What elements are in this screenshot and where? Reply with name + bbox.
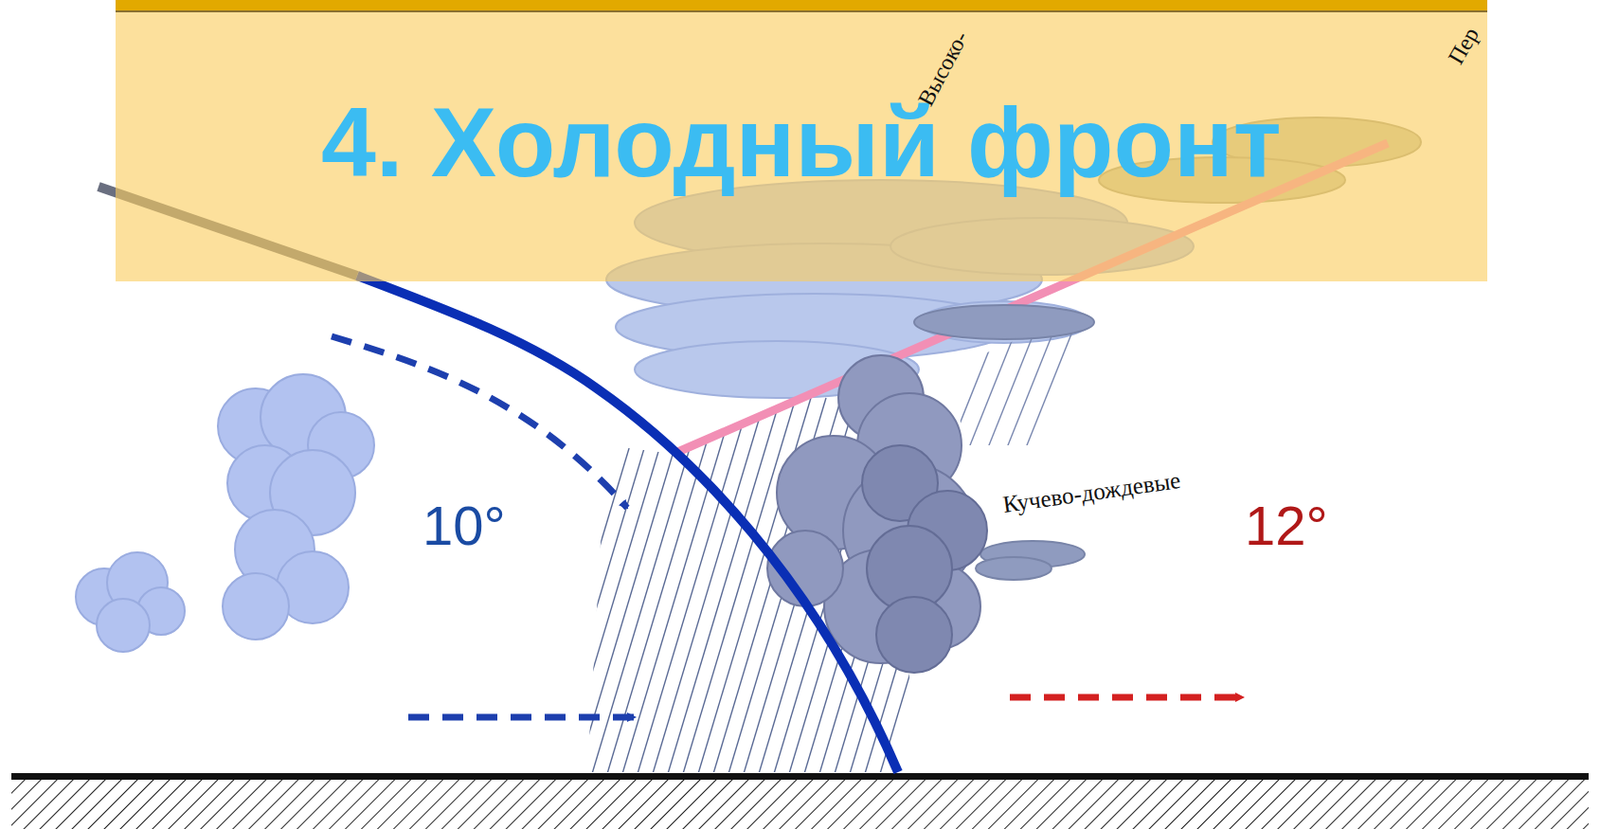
- temperature-label: 12°: [1244, 495, 1329, 557]
- cloud-label: Кучево-дождевые: [1001, 467, 1183, 519]
- slide-title: 4. Холодный фронт: [321, 92, 1282, 192]
- title-bar: [115, 0, 1488, 13]
- temperature-label: 10°: [422, 495, 506, 557]
